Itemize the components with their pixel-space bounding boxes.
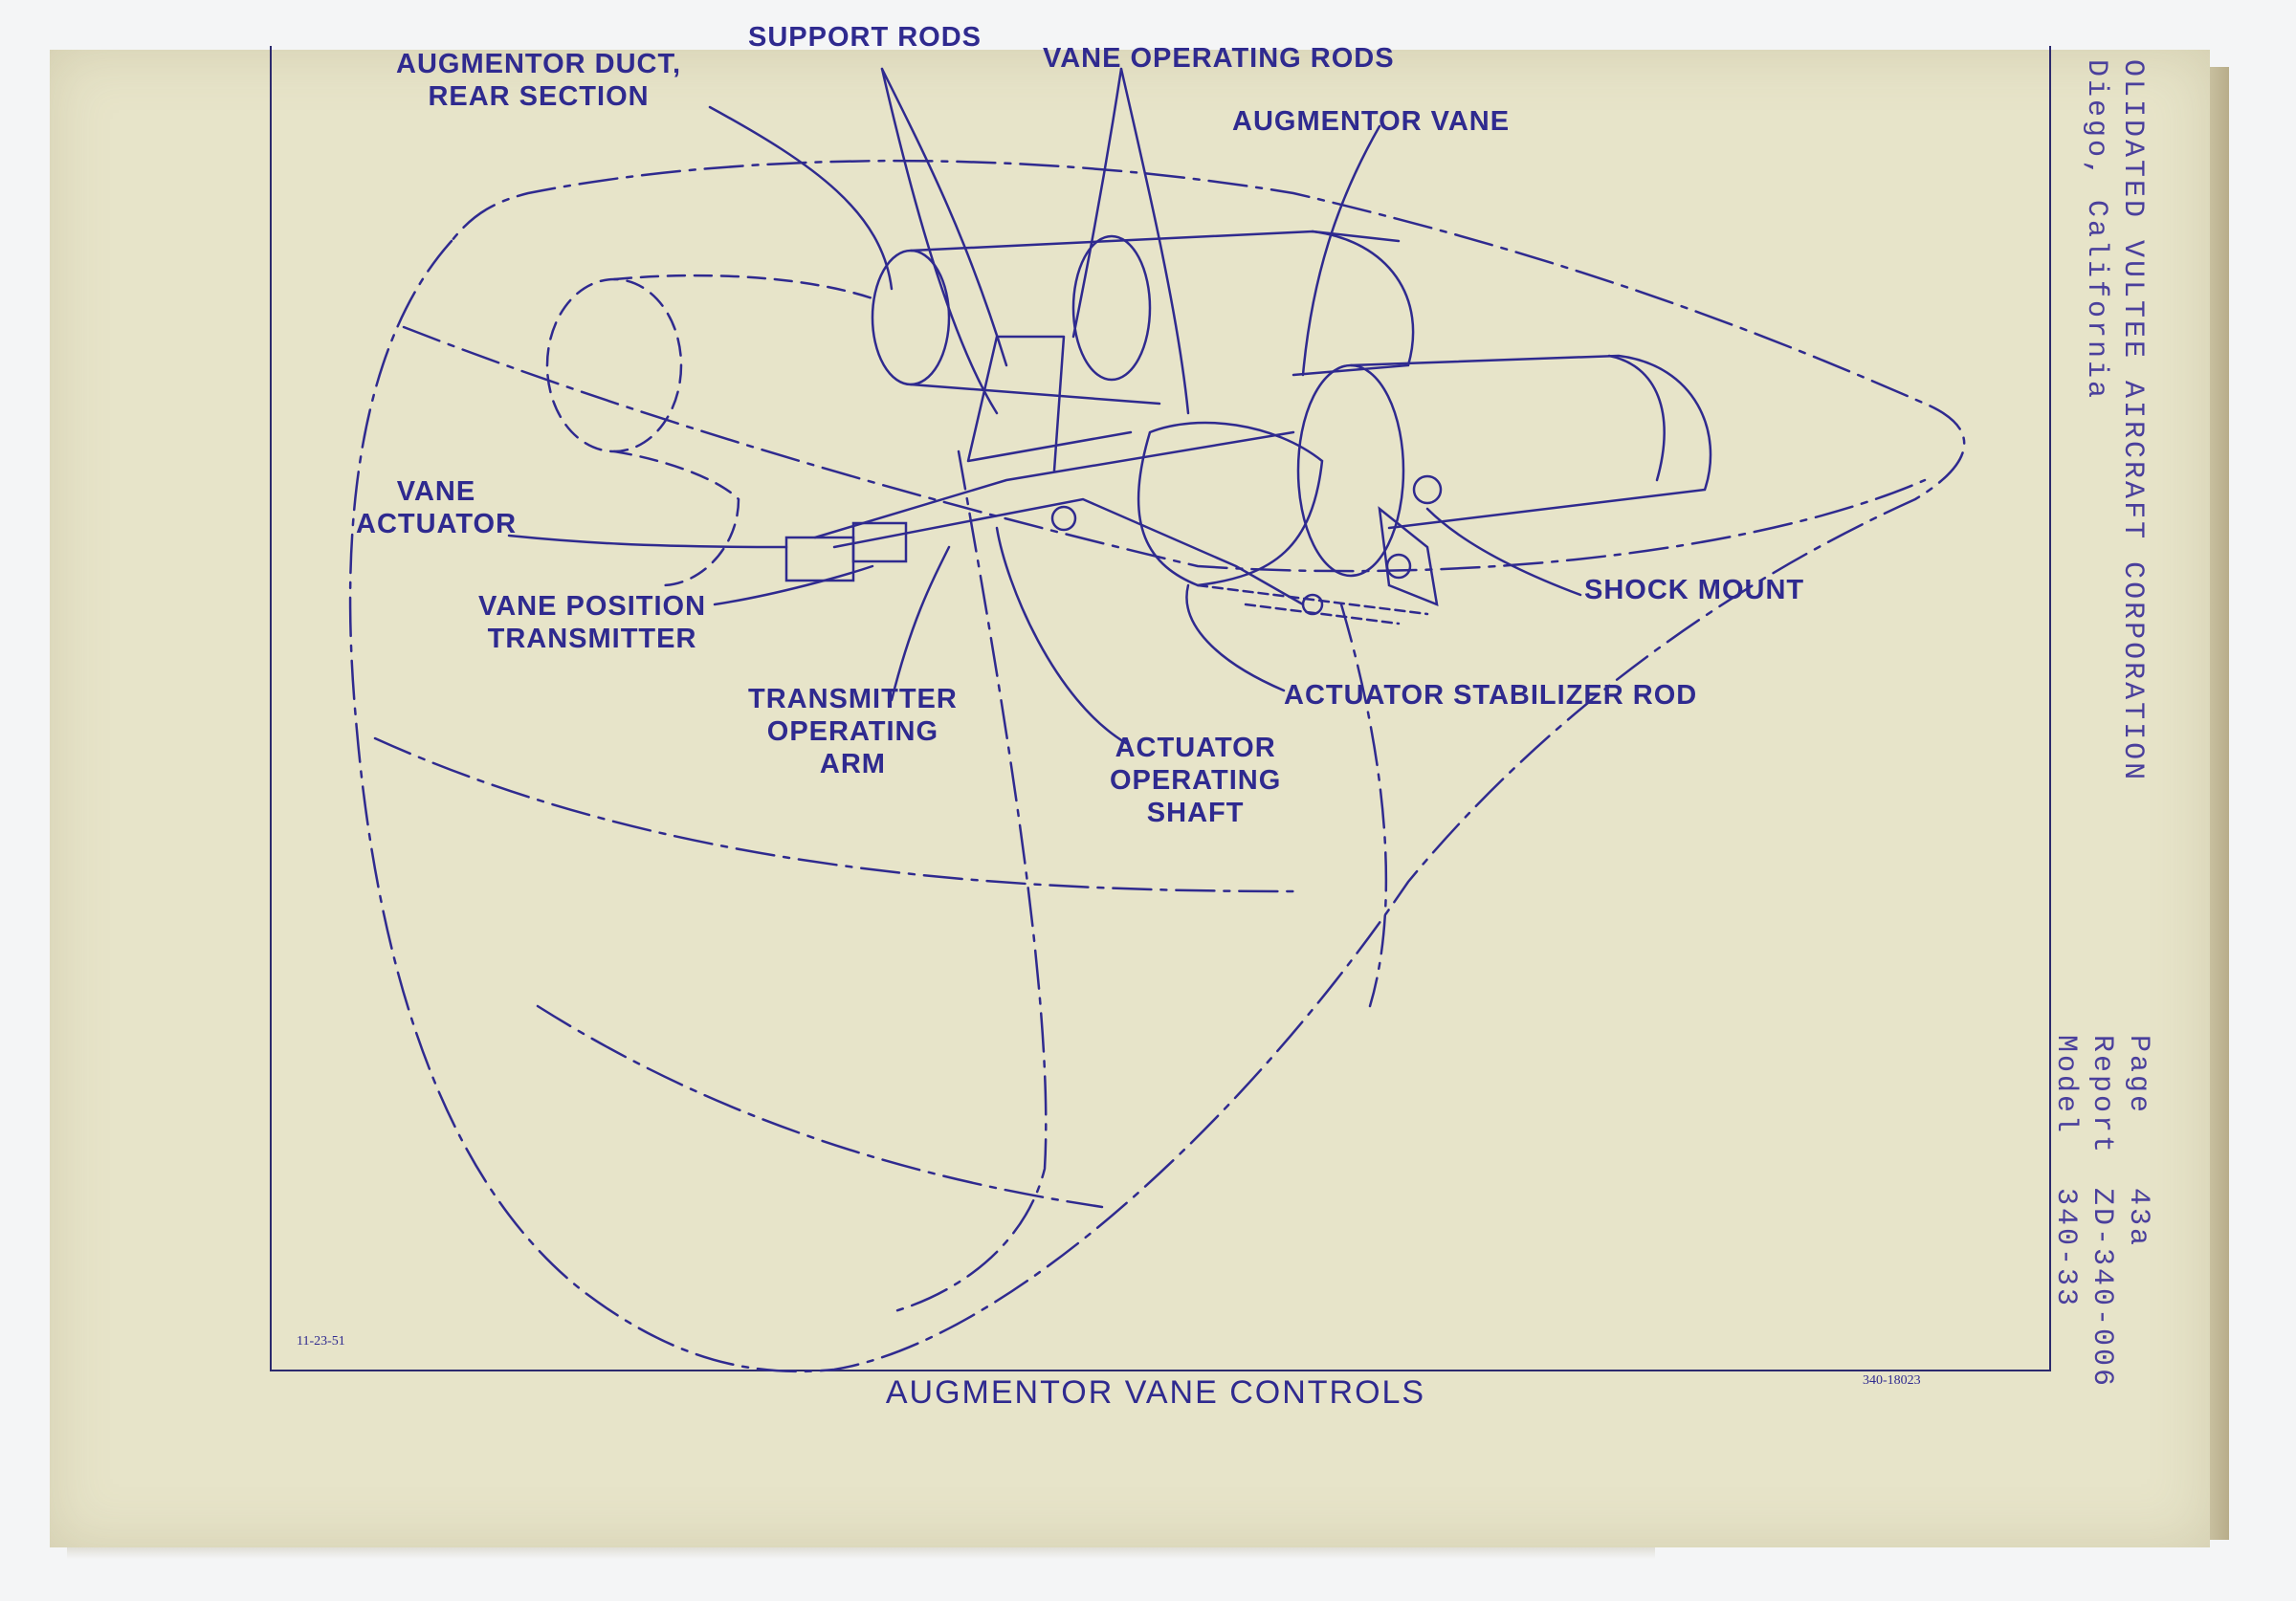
company-location: Diego, California	[2080, 59, 2112, 402]
augmentor-duct-rear	[871, 249, 951, 386]
page-value: 43a	[2122, 1188, 2154, 1249]
figure-caption: AUGMENTOR VANE CONTROLS	[885, 1374, 1426, 1411]
company-name: OLIDATED VULTEE AIRCRAFT CORPORATION	[2116, 59, 2149, 783]
model-value: 340-33	[2049, 1188, 2082, 1309]
drawing-frame	[270, 46, 2051, 1371]
engine-nacelle-drawing	[348, 67, 1966, 1373]
label-shock-mount: SHOCK MOUNT	[1584, 575, 1805, 605]
support-rods	[966, 335, 1133, 472]
label-vane-operating-rods: VANE OPERATING RODS	[1043, 43, 1395, 74]
nacelle-outline	[348, 159, 1966, 1373]
drawing-number: 340-18023	[1863, 1373, 1921, 1388]
label-actuator-operating-shaft: ACTUATOR OPERATING SHAFT	[1110, 733, 1282, 828]
label-augmentor-vane: AUGMENTOR VANE	[1232, 106, 1511, 137]
label-vane-position-transmitter: VANE POSITION TRANSMITTER	[478, 591, 707, 654]
label-transmitter-operating-arm: TRANSMITTER OPERATING ARM	[748, 684, 958, 779]
label-augmentor-duct-rear-section: AUGMENTOR DUCT, REAR SECTION	[396, 49, 682, 112]
label-actuator-stabilizer-rod: ACTUATOR STABILIZER ROD	[1284, 680, 1698, 711]
augmentor-vane-housing	[1296, 363, 1405, 578]
intake-ring	[545, 277, 683, 453]
report-label: Report	[2086, 1035, 2118, 1156]
shock-mount-bracket	[1378, 506, 1439, 606]
page-label: Page	[2122, 1035, 2154, 1116]
actuator-operating-shaft	[813, 430, 1295, 539]
date-code: 11-23-51	[297, 1334, 345, 1349]
model-label: Model	[2049, 1035, 2082, 1136]
stabilizer-rod	[1196, 583, 1429, 625]
document-page: SUPPORT RODS VANE OPERATING RODS AUGMENT…	[50, 22, 2210, 1547]
label-vane-actuator: VANE ACTUATOR	[356, 476, 518, 539]
report-value: ZD-340-006	[2086, 1188, 2118, 1390]
label-support-rods: SUPPORT RODS	[748, 22, 982, 53]
